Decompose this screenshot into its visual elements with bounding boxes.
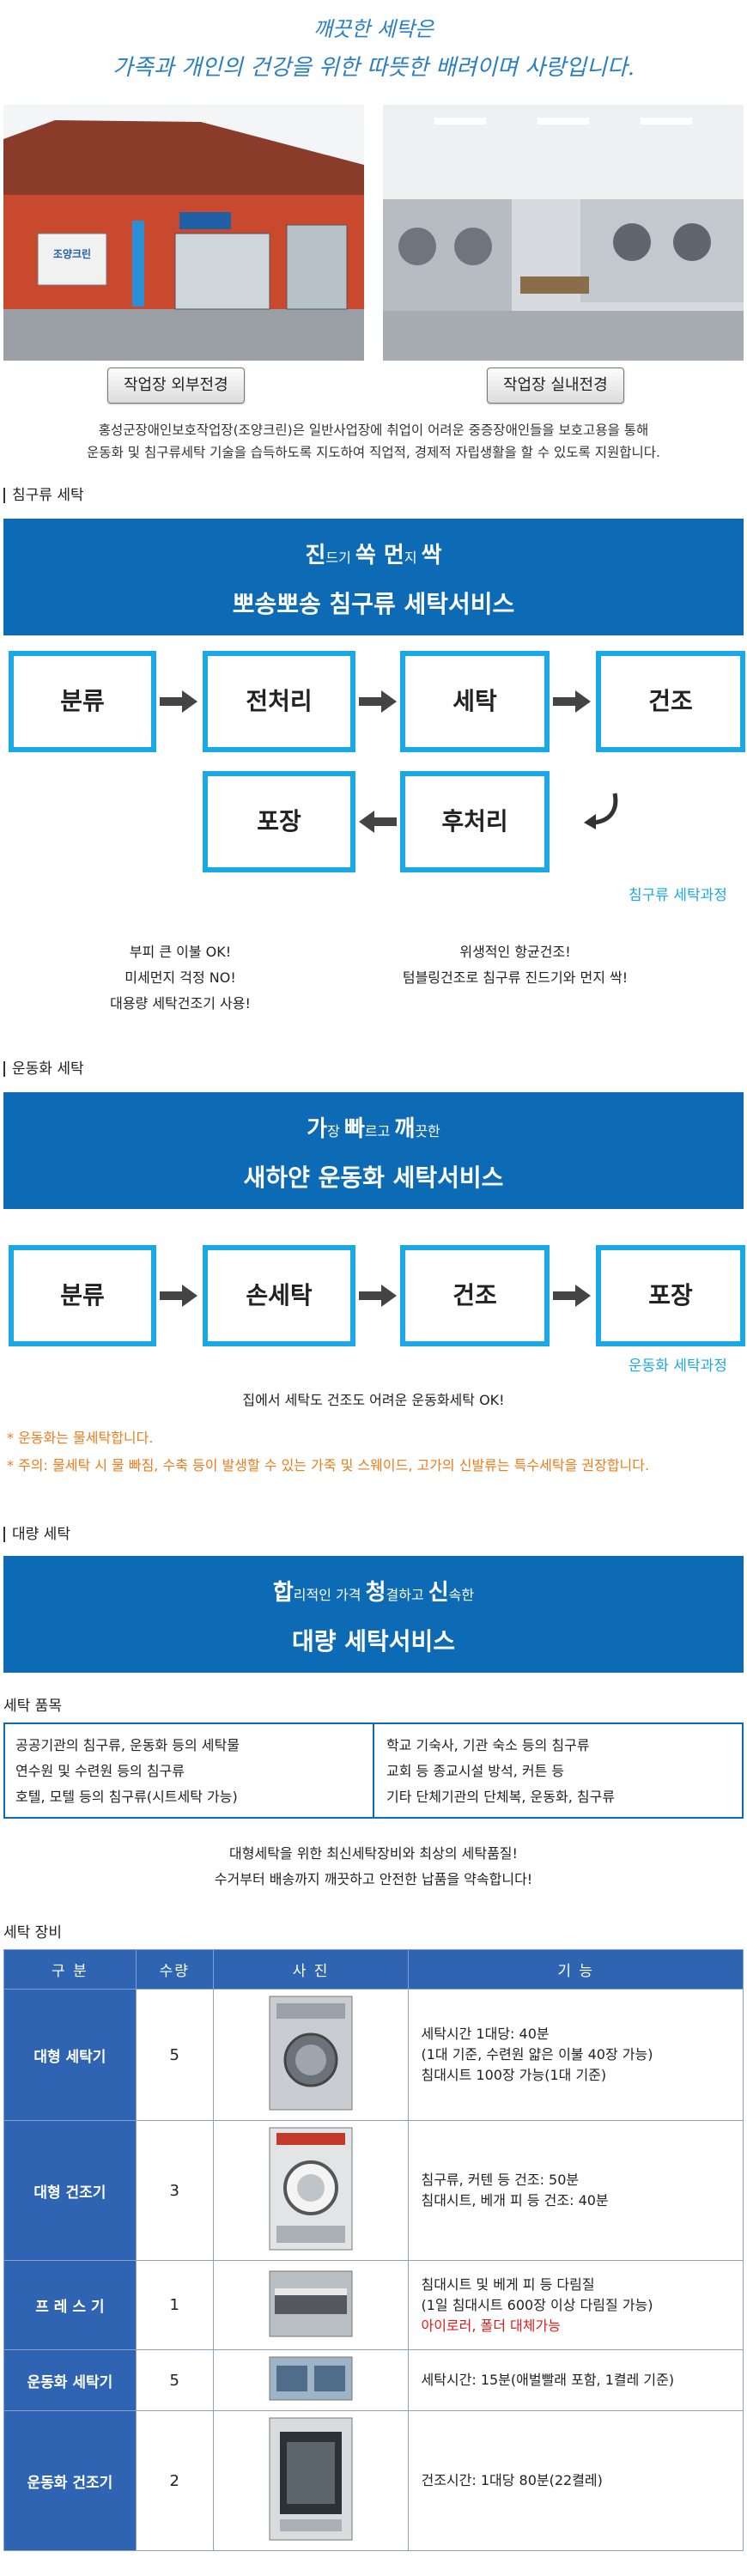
bulk-banner-line-1: 합리적인 가격 청결하고 신속한 bbox=[272, 1580, 475, 1606]
equipment-title: 세탁 장비 bbox=[3, 1924, 62, 1941]
shoe-washer-photo bbox=[212, 2349, 410, 2411]
curved-arrow-icon bbox=[584, 793, 618, 829]
bulk-banner: 합리적인 가격 청결하고 신속한 대량 세탁서비스 bbox=[3, 1556, 744, 1673]
table-row: 대형 세탁기 5 세탁시간 1대당: 40분 (1대 기준, 수련원 얇은 이불… bbox=[3, 1989, 744, 2121]
press-photo bbox=[212, 2260, 410, 2350]
table-row: 대형 건조기 3 침구류, 커텐 등 건조: 50분 침대시트, 베개 피 등 … bbox=[3, 2120, 744, 2261]
items-left-column: 공공기관의 침구류, 운동화 등의 세탁물 연수원 및 수련원 등의 침구류 호… bbox=[5, 1724, 374, 1817]
shoes-banner: 가장 빠르고 깨끗한 새하얀 운동화 세탁서비스 bbox=[3, 1092, 744, 1209]
intro-text: 홍성군장애인보호작업장(조양크린)은 일반사업장에 취업이 어려운 중증장애인들… bbox=[0, 419, 747, 464]
exterior-sign-text: 조양크린 bbox=[53, 247, 91, 260]
slogan-line-1: 깨끗한 세탁은 bbox=[313, 17, 434, 41]
arrow-right-icon bbox=[359, 1285, 397, 1307]
arrow-left-icon bbox=[359, 811, 397, 833]
bedding-step-sort: 분류 bbox=[9, 651, 156, 752]
bedding-banner: 진드기 쏙 먼지 싹 뽀송뽀송 침구류 세탁서비스 bbox=[3, 519, 744, 635]
table-row: 운동화 세탁기 5 세탁시간: 15분(애벌빨래 포함, 1켤레 기준) bbox=[3, 2349, 744, 2411]
shoes-banner-line-1: 가장 빠르고 깨끗한 bbox=[307, 1116, 440, 1142]
intro-line-1: 홍성군장애인보호작업장(조양크린)은 일반사업장에 취업이 어려운 중증장애인들… bbox=[98, 422, 649, 438]
bedding-step-pack: 포장 bbox=[203, 771, 355, 872]
arrow-right-icon bbox=[160, 1285, 197, 1307]
items-title: 세탁 품목 bbox=[3, 1698, 62, 1715]
bedding-step-posttreat: 후처리 bbox=[400, 771, 550, 872]
header-category: 구 분 bbox=[3, 1949, 137, 1990]
bedding-step-dry: 건조 bbox=[596, 651, 745, 752]
interior-caption-button[interactable]: 작업장 실내전경 bbox=[487, 368, 624, 404]
intro-line-2: 운동화 및 침구류세탁 기술을 습득하도록 지도하여 직업적, 경제적 자립생활… bbox=[87, 445, 660, 460]
shoes-step-handwash: 손세탁 bbox=[203, 1245, 355, 1346]
shoe-dryer-photo bbox=[212, 2410, 410, 2551]
header-photo: 사 진 bbox=[212, 1949, 410, 1990]
shoes-step-sort: 분류 bbox=[9, 1245, 156, 1346]
bedding-notes-right: 위생적인 항균건조! 텀블링건조로 침구류 진드기와 먼지 싹! bbox=[402, 944, 629, 986]
arrow-right-icon bbox=[359, 690, 397, 713]
bedding-banner-line-1: 진드기 쏙 먼지 싹 bbox=[305, 543, 442, 568]
bedding-section-label: 침구류 세탁 bbox=[3, 488, 84, 503]
items-box: 공공기관의 침구류, 운동화 등의 세탁물 연수원 및 수련원 등의 침구류 호… bbox=[3, 1722, 744, 1819]
shoes-note: 집에서 세탁도 건조도 어려운 운동화세탁 OK! bbox=[242, 1392, 505, 1408]
exterior-caption-button[interactable]: 작업장 외부전경 bbox=[107, 368, 245, 404]
shoes-section-label: 운동화 세탁 bbox=[3, 1061, 84, 1077]
table-row: 운동화 건조기 2 건조시간: 1대당 80분(22켤레) bbox=[3, 2410, 744, 2551]
arrow-right-icon bbox=[553, 1285, 591, 1307]
bulk-section-label: 대량 세탁 bbox=[3, 1527, 70, 1542]
arrow-right-icon bbox=[553, 690, 591, 713]
shoes-step-pack: 포장 bbox=[596, 1245, 745, 1346]
dryer-photo bbox=[212, 2120, 410, 2261]
interior-photo bbox=[383, 105, 744, 361]
shoes-step-dry: 건조 bbox=[400, 1245, 550, 1346]
bedding-notes-left: 부피 큰 이불 OK! 미세먼지 걱정 NO! 대용량 세탁건조기 사용! bbox=[110, 944, 251, 1012]
equipment-header-row: 구 분 수량 사 진 기 능 bbox=[3, 1949, 744, 1990]
washer-photo bbox=[212, 1989, 410, 2121]
header-function: 기 능 bbox=[408, 1949, 744, 1990]
header-qty: 수량 bbox=[135, 1949, 214, 1990]
bedding-step-pretreat: 전처리 bbox=[203, 651, 355, 752]
shoes-banner-line-2: 새하얀 운동화 세탁서비스 bbox=[243, 1163, 504, 1192]
items-right-column: 학교 기숙사, 기관 숙소 등의 침구류 교회 등 종교시설 방석, 커튼 등 … bbox=[386, 1737, 616, 1805]
bedding-process-caption: 침구류 세탁과정 bbox=[629, 887, 727, 904]
shoes-process-caption: 운동화 세탁과정 bbox=[629, 1358, 727, 1375]
bulk-banner-line-2: 대량 세탁서비스 bbox=[291, 1627, 456, 1656]
shoes-warning-2: * 주의: 물세탁 시 물 빠짐, 수축 등이 발생할 수 있는 가죽 및 스웨… bbox=[7, 1457, 650, 1473]
bulk-promise: 대형세탁을 위한 최신세탁장비와 최상의 세탁품질! 수거부터 배송까지 깨끗하… bbox=[214, 1845, 533, 1887]
arrow-right-icon bbox=[160, 690, 197, 713]
shoes-warning-1: * 운동화는 물세탁합니다. bbox=[7, 1430, 154, 1446]
bedding-banner-line-2: 뽀송뽀송 침구류 세탁서비스 bbox=[232, 590, 515, 618]
slogan-line-2: 가족과 개인의 건강을 위한 따뜻한 배려이며 사랑입니다. bbox=[112, 55, 635, 81]
equipment-table: 구 분 수량 사 진 기 능 대형 세탁기 5 세탁시간 1대당: 40분 (1… bbox=[3, 1949, 744, 2551]
exterior-photo: 조양크린 bbox=[3, 105, 364, 361]
bedding-step-wash: 세탁 bbox=[400, 651, 550, 752]
table-row: 프 레 스 기 1 침대시트 및 베게 피 등 다림질 (1일 침대시트 600… bbox=[3, 2260, 744, 2350]
